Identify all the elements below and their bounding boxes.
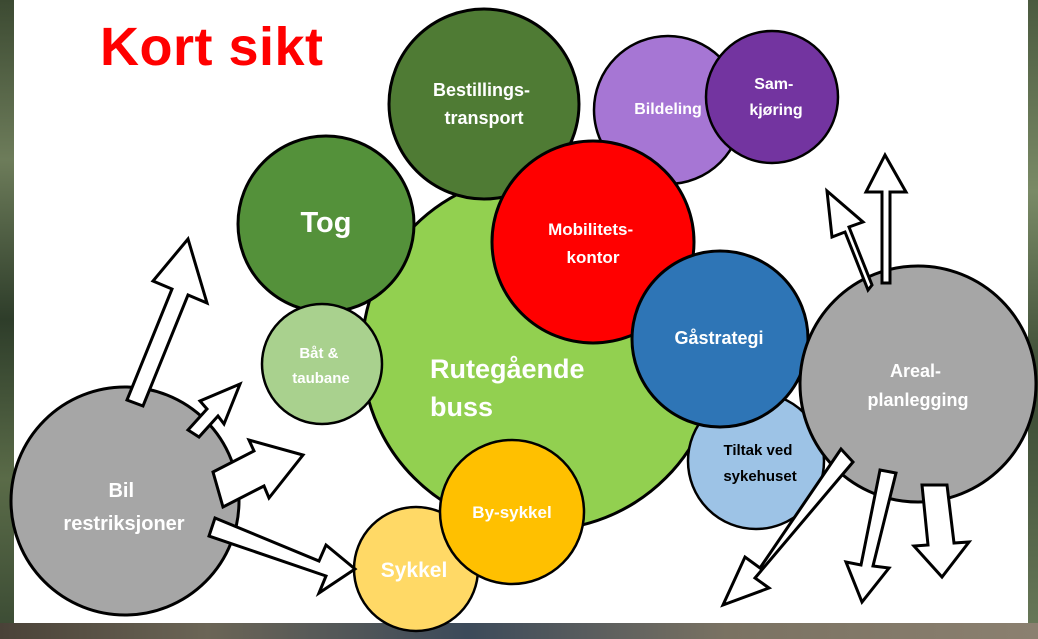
label-samkjoring: Sam- kjøring [749, 76, 802, 119]
arrows-from-areal [720, 151, 973, 608]
label-rutegaende-buss: Rutegående buss [430, 354, 592, 422]
background-photo-edge-right [1028, 0, 1038, 639]
label-bat-taubane: Båt & taubane [292, 345, 350, 387]
label-bil-line-1: Bil [108, 480, 134, 502]
arrows-from-bil [125, 235, 358, 597]
label-rutegaende-line-1: Rutegående [430, 354, 585, 384]
arrow-bil-2 [185, 381, 243, 439]
label-bestilling-line-2: transport [444, 108, 523, 128]
label-tog: Tog [301, 207, 352, 239]
arrow-areal-down-3 [910, 483, 973, 580]
label-bildeling-line-1: Bildeling [634, 101, 702, 118]
node-by-sykkel [438, 438, 586, 586]
label-tiltak-line-2: sykehuset [723, 468, 796, 485]
arrow-areal-up-1 [825, 187, 874, 293]
node-bestillingstransport [387, 7, 581, 201]
arrow-areal-down-2 [843, 468, 898, 605]
label-rutegaende-line-2: buss [430, 392, 493, 422]
label-bil-line-2: restriksjoner [63, 513, 184, 535]
label-bysykkel-line-1: By-sykkel [472, 503, 551, 522]
node-samkjoring [704, 29, 840, 165]
arrow-bil-3 [211, 437, 306, 510]
label-mobilitetskontor: Mobilitets- kontor [548, 220, 638, 267]
label-mobilitet-line-1: Mobilitets- [548, 220, 633, 239]
node-arealplanlegging [798, 264, 1038, 504]
label-samkjoring-line-1: Sam- [754, 76, 793, 93]
arrow-bil-1 [125, 235, 210, 408]
label-bestillingstransport: Bestillings- transport [433, 80, 535, 128]
label-bil-restriksjoner: Bil restriksjoner [63, 480, 184, 535]
label-areal-line-2: planlegging [868, 390, 969, 410]
label-gastrategi: Gåstrategi [674, 328, 763, 348]
node-bil-restriksjoner [9, 385, 241, 617]
node-mobilitetskontor [490, 139, 696, 345]
label-tiltak-sykehuset: Tiltak ved sykehuset [723, 442, 796, 485]
label-by-sykkel: By-sykkel [472, 503, 551, 522]
label-arealplanlegging: Areal- planlegging [868, 361, 969, 410]
background-photo-edge-left [0, 0, 14, 639]
node-labels: Rutegående buss Bestillings- transport B… [63, 76, 968, 582]
label-sykkel: Sykkel [381, 559, 448, 582]
background-photo-edge-bottom [0, 623, 1038, 639]
arrow-areal-down-1 [720, 446, 856, 608]
arrow-bil-4 [207, 515, 358, 597]
label-bat-line-2: taubane [292, 370, 350, 387]
node-bat-taubane [260, 302, 384, 426]
label-sykkel-line-1: Sykkel [381, 559, 448, 582]
label-samkjoring-line-2: kjøring [749, 102, 802, 119]
label-bat-line-1: Båt & [299, 345, 338, 362]
page-title: Kort sikt [100, 17, 324, 77]
label-mobilitet-line-2: kontor [567, 248, 620, 267]
label-bestilling-line-1: Bestillings- [433, 80, 530, 100]
label-areal-line-1: Areal- [890, 361, 941, 381]
arrow-areal-up-2 [863, 151, 909, 285]
label-tiltak-line-1: Tiltak ved [723, 442, 792, 459]
label-tog-line-1: Tog [301, 207, 352, 239]
label-bildeling: Bildeling [634, 101, 702, 118]
label-gastrategi-line-1: Gåstrategi [674, 328, 763, 348]
